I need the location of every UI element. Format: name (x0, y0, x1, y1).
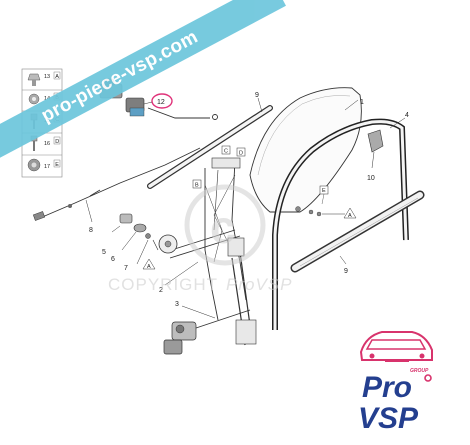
callout-12: 12 (157, 99, 165, 106)
callout-2: 2 (159, 287, 163, 294)
copyright-watermark: c COPYRIGHT ProVSP (108, 184, 292, 294)
svg-text:c: c (210, 201, 236, 253)
watermark-text: COPYRIGHT (108, 275, 218, 294)
callout-B: B (195, 183, 199, 189)
legend-row: 13 A (22, 71, 62, 91)
callout-9-upper: 9 (255, 92, 259, 99)
callout-4: 4 (405, 112, 409, 119)
callout-3: 3 (175, 301, 179, 308)
logo-pro: Pro (362, 371, 412, 404)
legend-letter: D (55, 139, 59, 145)
callout-5: 5 (102, 249, 106, 256)
wiring-harness (39, 107, 218, 219)
callout-leaders: 2 3 8 (85, 199, 216, 319)
regulator-motor (163, 321, 197, 355)
belt-moulding-lower: 9 (290, 190, 425, 275)
watermark-brand: ProVSP (226, 275, 292, 294)
door-frame-seal: 4 (272, 112, 409, 330)
logo-group: GROUP (410, 368, 429, 374)
callout-E: E (322, 188, 326, 194)
callout-C: C (224, 149, 228, 155)
regulator-letter-tags: B C D (192, 145, 246, 189)
callout-10: 10 (367, 175, 375, 182)
callout-A-right: A (348, 213, 352, 219)
small-parts: 5 6 7 A (102, 213, 159, 272)
clip-10: 10 (367, 129, 384, 182)
window-regulator (158, 157, 257, 346)
logo-vsp: VSP (358, 402, 419, 435)
glass-fasteners: A E (295, 185, 357, 219)
legend-num: 17 (44, 164, 50, 170)
weatherstrip-upper: 9 (147, 92, 273, 189)
callout-9-lower: 9 (344, 268, 348, 275)
callout-1: 1 (360, 99, 364, 106)
callout-7: 7 (124, 265, 128, 272)
callout-8: 8 (89, 227, 93, 234)
callout-A-left: A (147, 264, 151, 270)
callout-D: D (239, 151, 243, 157)
connector-plug (32, 204, 72, 221)
callout-6: 6 (111, 256, 115, 263)
legend-row: 17 E (27, 158, 61, 172)
legend-num: 13 (44, 74, 50, 80)
legend-letter: E (55, 162, 59, 168)
legend-letter: A (55, 74, 59, 80)
car-icon (359, 331, 433, 362)
legend-num: 16 (44, 141, 50, 147)
provsp-logo: GROUP Pro VSP (358, 331, 433, 435)
